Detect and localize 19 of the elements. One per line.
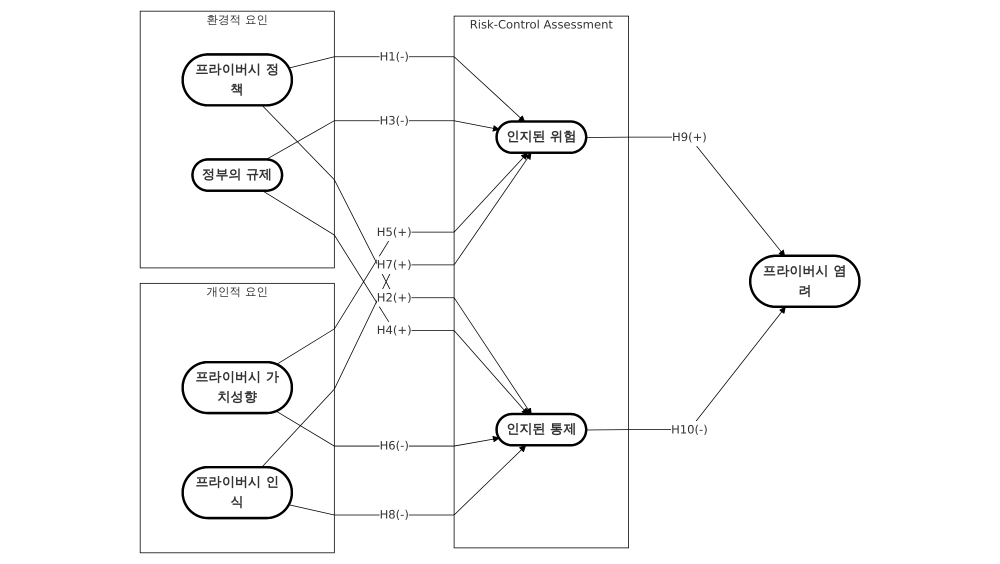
- arrow: [276, 152, 528, 365]
- edge-label: H7(+): [376, 258, 412, 272]
- edge-label: H10(-): [671, 422, 708, 436]
- edge-label: H5(+): [376, 224, 412, 239]
- edge-label: H2(+): [376, 290, 412, 304]
- arrow: [289, 445, 526, 516]
- edge-label: H9(+): [672, 130, 708, 144]
- edge-label: H8(-): [380, 508, 410, 522]
- arrow: [265, 120, 500, 160]
- arrow: [586, 136, 786, 257]
- arrow: [261, 152, 532, 468]
- arrow: [262, 190, 528, 415]
- arrow: [262, 105, 532, 415]
- edge-label: H6(-): [380, 438, 410, 453]
- arrow: [288, 56, 526, 122]
- edge-label: H3(-): [380, 114, 410, 128]
- arrow: [586, 306, 786, 430]
- edge-label: H4(+): [376, 323, 412, 338]
- edge-label: H1(-): [380, 50, 410, 64]
